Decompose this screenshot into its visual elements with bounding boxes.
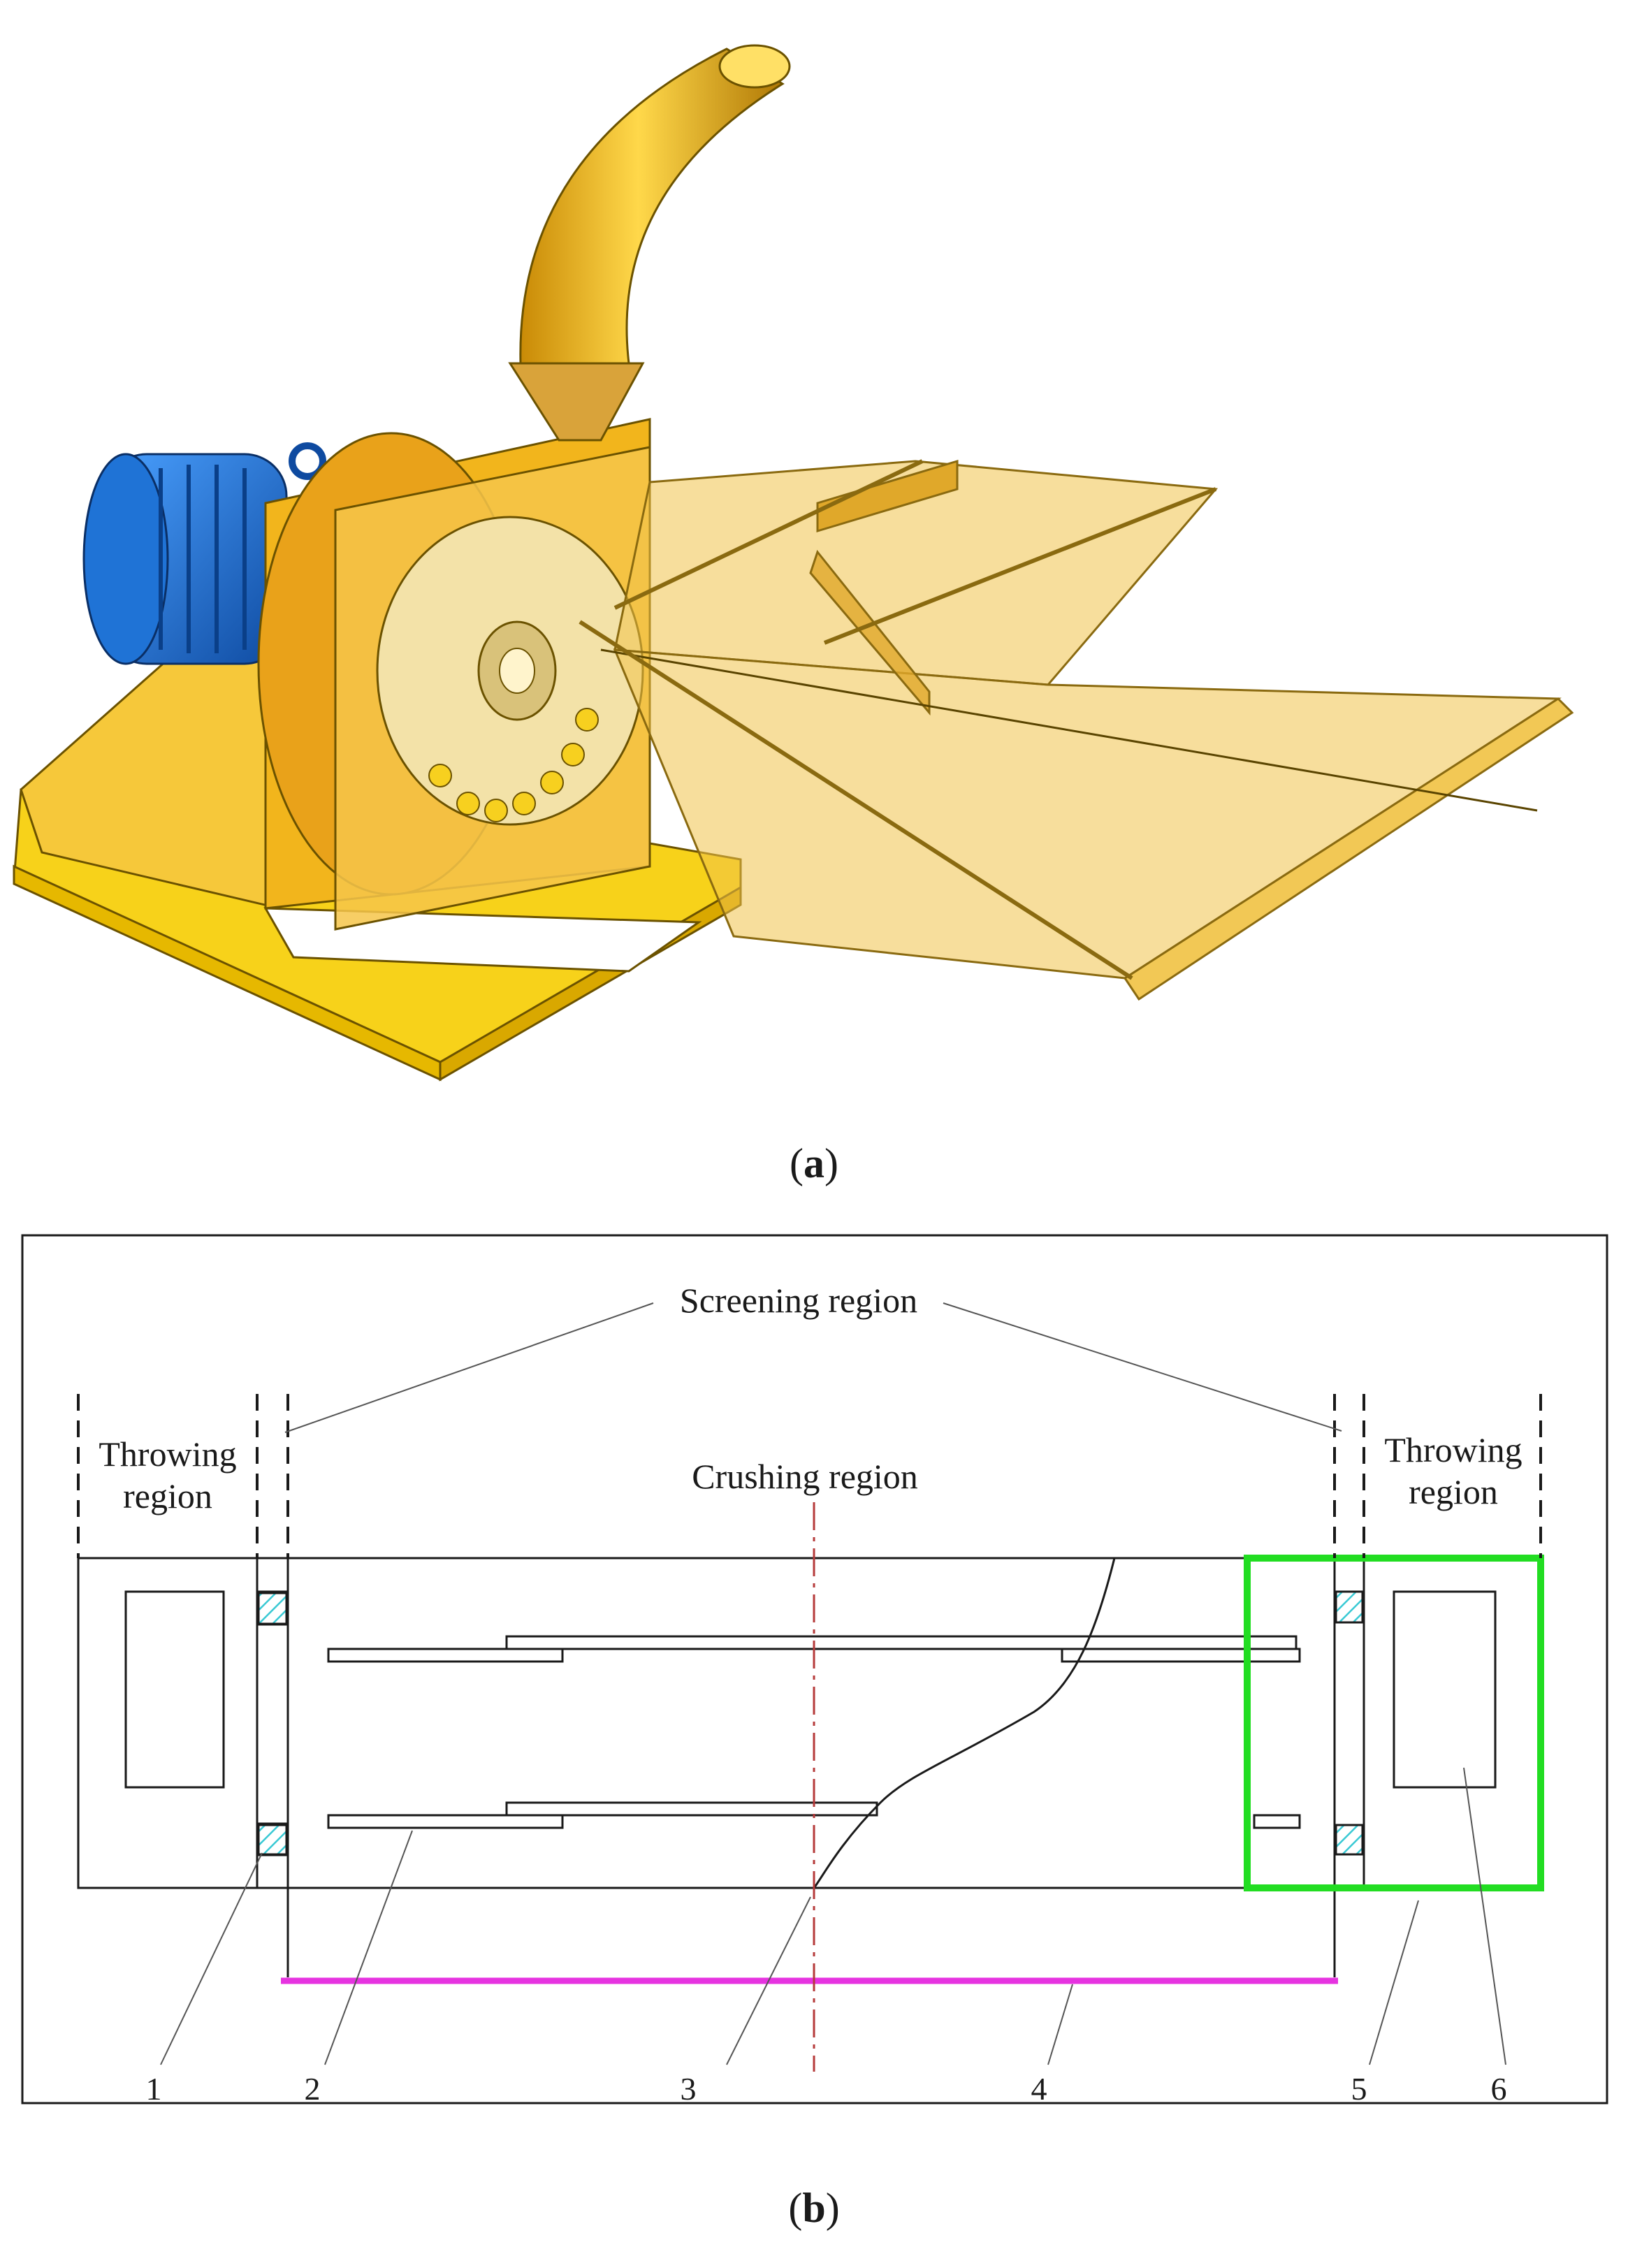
part-number-4: 4 [1031, 2071, 1047, 2107]
left-screen-hatch-bottom [257, 1824, 288, 1856]
machine-illustration [13, 44, 1574, 1082]
right-screen-hatch-bottom [1335, 1824, 1364, 1856]
part-number-2: 2 [305, 2071, 321, 2107]
throwing-region-left-line1: Throwing [99, 1434, 236, 1474]
right-screen-hatch-top [1335, 1590, 1364, 1624]
hammers-lower [327, 1801, 1301, 1829]
caption-a: (a) [790, 1140, 838, 1186]
caption-b-letter: b [802, 2185, 825, 2231]
throwing-region-right-line1: Throwing [1384, 1430, 1522, 1469]
left-throwing-block [124, 1590, 225, 1789]
part-number-5: 5 [1351, 2071, 1367, 2107]
rotor-disk [376, 516, 644, 826]
region-boundaries [77, 1394, 1542, 1558]
green-highlight-box [1244, 1555, 1544, 1891]
right-throwing-block [1393, 1590, 1497, 1789]
part-number-6: 6 [1491, 2071, 1507, 2107]
part-number-1: 1 [146, 2071, 162, 2107]
leader-lines [160, 1302, 1506, 2065]
cutaway-curve [813, 1557, 1116, 1889]
inlet-pipe [519, 48, 785, 365]
throwing-region-left-line2: region [123, 1476, 212, 1515]
electric-motor [82, 442, 326, 665]
part-number-3: 3 [681, 2071, 697, 2107]
schematic-frame [21, 1234, 1608, 2105]
throwing-region-right-line2: region [1409, 1472, 1498, 1511]
caption-a-letter: a [804, 1140, 824, 1186]
left-screen-hatch-top [257, 1592, 288, 1625]
schematic-drawing [77, 1557, 1537, 1977]
discharge-trays [579, 459, 1574, 1001]
hammers-upper [327, 1635, 1301, 1663]
screening-region-label: Screening region [680, 1281, 917, 1320]
crushing-region-label: Crushing region [692, 1457, 918, 1496]
caption-b: (b) [788, 2185, 839, 2231]
casing-outline [77, 1557, 1114, 1889]
